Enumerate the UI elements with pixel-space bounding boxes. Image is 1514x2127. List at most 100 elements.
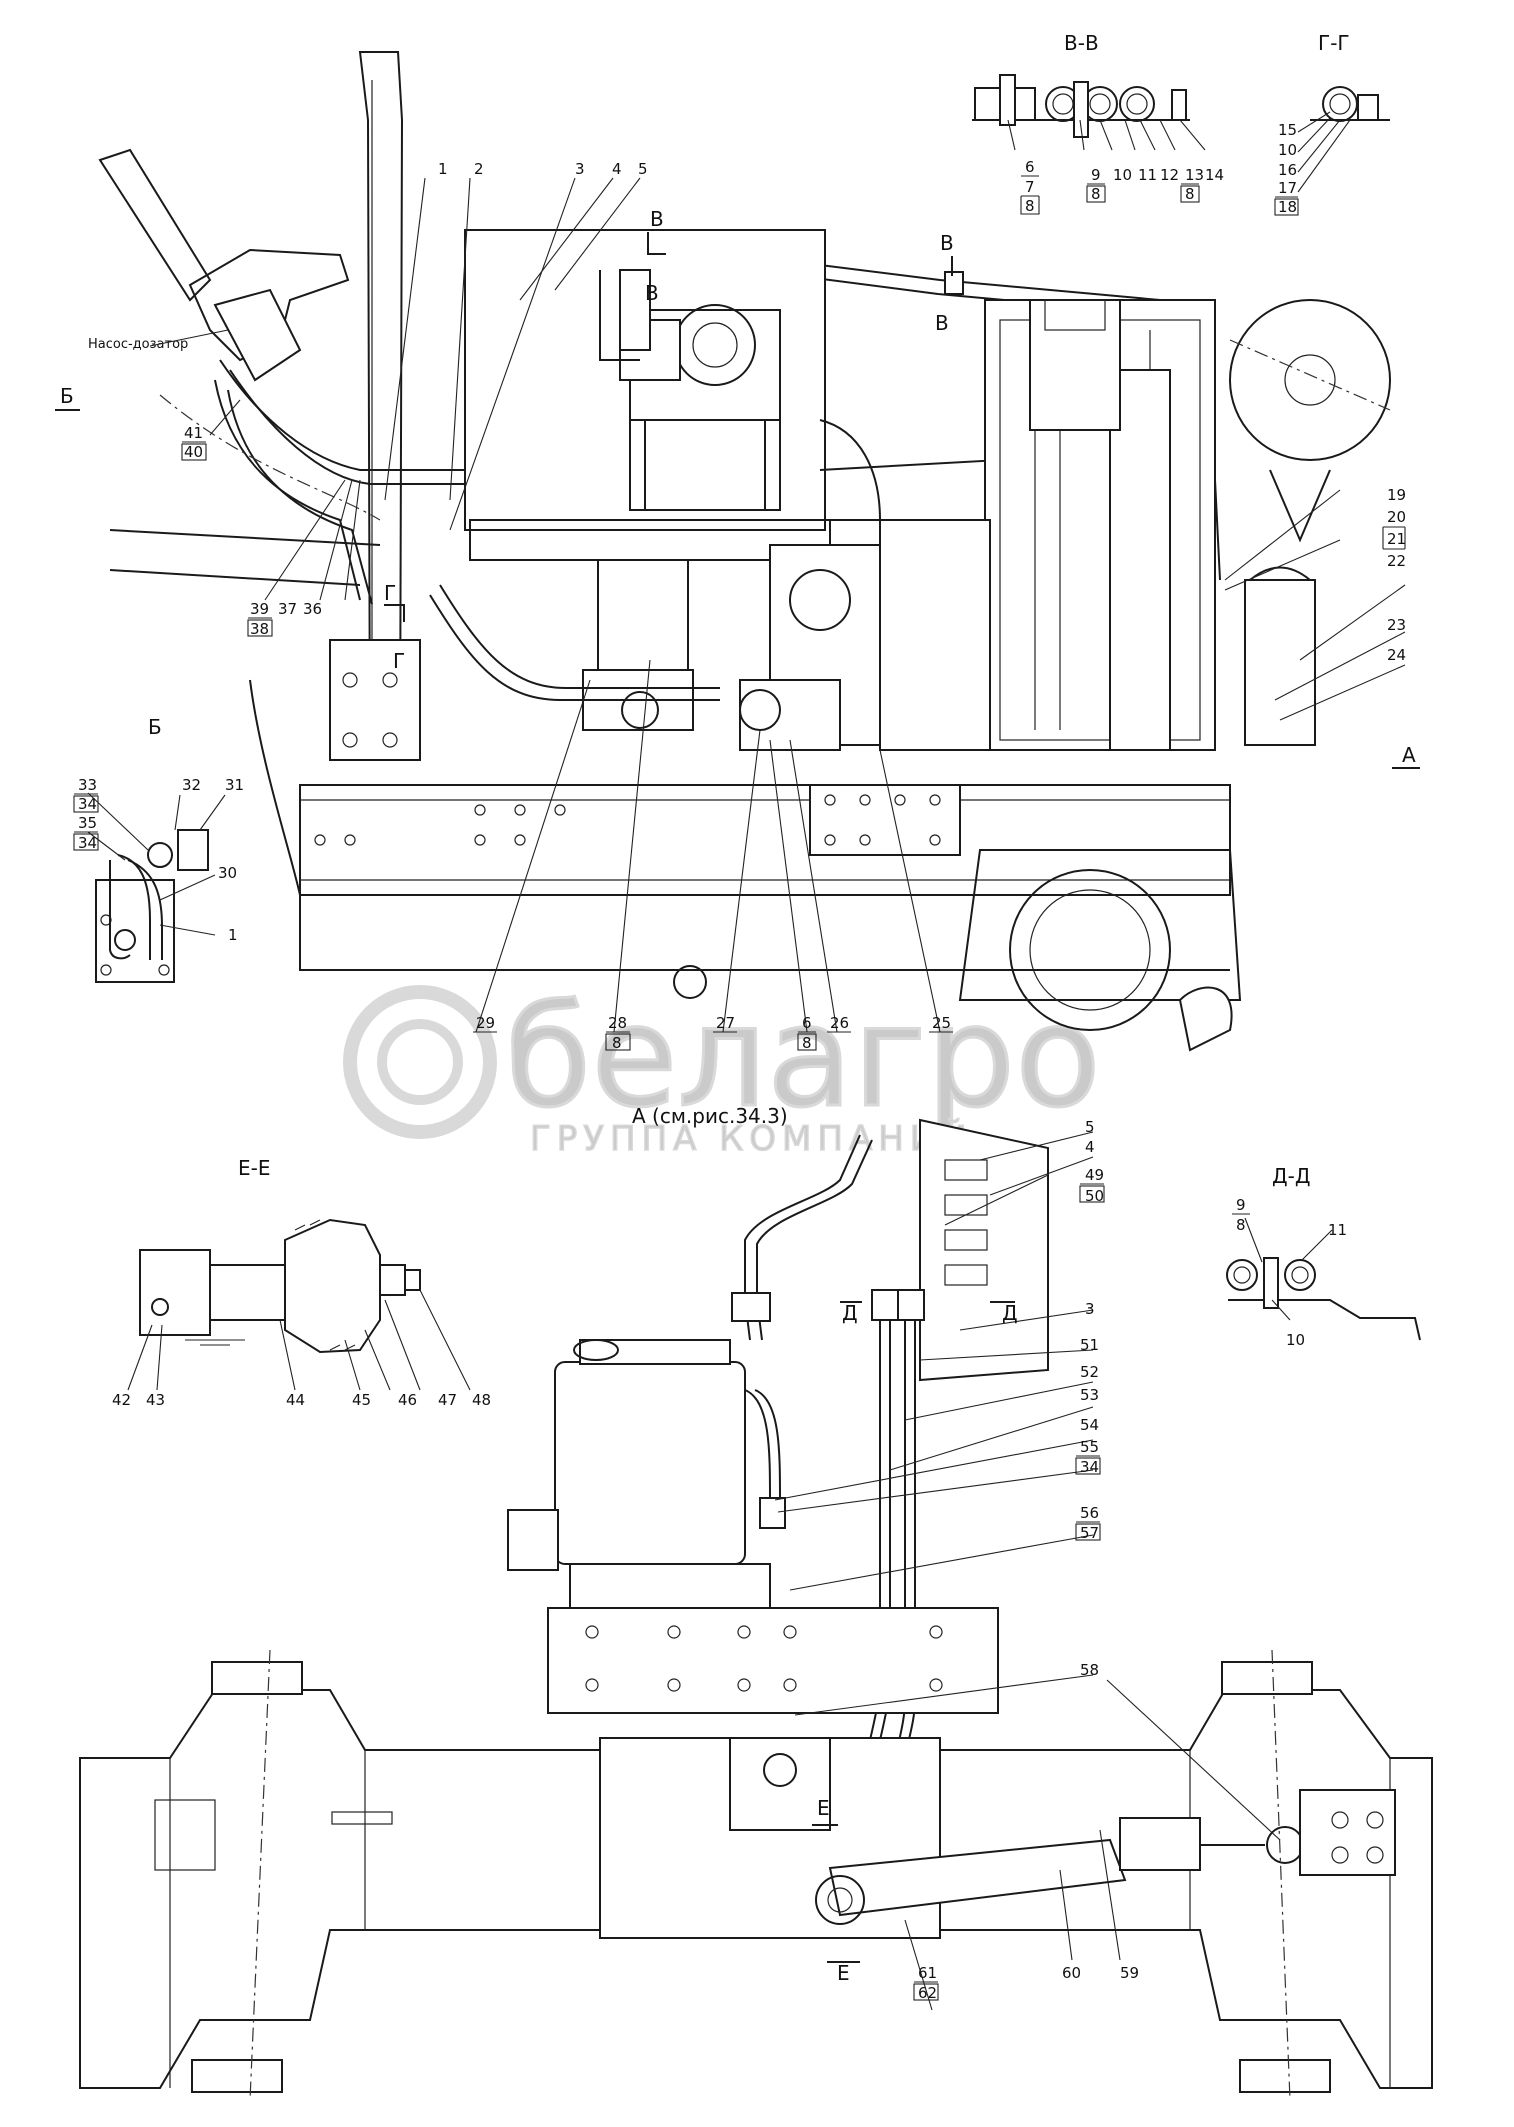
watermark: белагро ГРУППА КОМПАНИЙ: [343, 975, 1102, 1160]
view-a-reference: А (см.рис.34.3): [632, 1104, 788, 1128]
section-mark-g2: Г: [393, 649, 405, 673]
dd-callout-11: 11: [1328, 1221, 1347, 1239]
callout-23: 23: [1387, 616, 1406, 634]
bb-callout-11: 11: [1138, 166, 1157, 184]
bb-callout-10: 10: [1113, 166, 1132, 184]
section-mark-v3: В: [940, 231, 954, 255]
view-a-section-marks: Д Д Е Е: [812, 1301, 1018, 1985]
ee-callout-42: 42: [112, 1391, 131, 1409]
section-mark-v4: В: [935, 311, 949, 335]
gg-callout-10: 10: [1278, 141, 1297, 159]
a-callout-58: 58: [1080, 1661, 1099, 1679]
gg-callout-18: 18: [1278, 198, 1297, 216]
b-callout-35: 35: [78, 814, 97, 832]
bb-callout-9-sub: 8: [1091, 185, 1101, 203]
ee-callout-45: 45: [352, 1391, 371, 1409]
callout-28: 28: [608, 1014, 627, 1032]
a-callout-52: 52: [1080, 1363, 1099, 1381]
a-callout-49: 49: [1085, 1166, 1104, 1184]
bb-callout-9: 9: [1091, 166, 1101, 184]
a-callout-57: 57: [1080, 1524, 1099, 1542]
bb-callout-13-sub: 8: [1185, 185, 1195, 203]
pump-caption: Насос-дозатор: [88, 337, 188, 352]
callout-4: 4: [612, 160, 622, 178]
section-title-v-v: В-В: [1064, 31, 1099, 55]
callout-28-sub: 8: [612, 1034, 622, 1052]
view-a-callouts: 5 4 49 50 3 51 52 53 54 55 34 56 57 58 5…: [913, 1118, 1139, 2002]
section-mark-v1: В: [650, 207, 664, 231]
b-callout-34b: 34: [78, 834, 97, 852]
callout-26: 26: [830, 1014, 849, 1032]
b-callout-31: 31: [225, 776, 244, 794]
callout-2: 2: [474, 160, 484, 178]
ee-callout-48: 48: [472, 1391, 491, 1409]
a-callout-62: 62: [918, 1984, 937, 2002]
section-v-v: В-В 6 7 8 9 8 10 11 12 13 8 14: [972, 31, 1224, 215]
b-callout-34: 34: [78, 795, 97, 813]
section-mark-a-right: А: [1402, 743, 1416, 767]
callout-20: 20: [1387, 508, 1406, 526]
callout-25: 25: [932, 1014, 951, 1032]
callout-3: 3: [575, 160, 585, 178]
b-callout-32: 32: [182, 776, 201, 794]
section-mark-g1: Г: [384, 581, 396, 605]
ee-callout-43: 43: [146, 1391, 165, 1409]
a-callout-60: 60: [1062, 1964, 1081, 1982]
view-b: Б 33 34 35 34 32 31 30 1: [73, 715, 244, 983]
callout-1: 1: [438, 160, 448, 178]
a-callout-59: 59: [1120, 1964, 1139, 1982]
section-e-e: Е-Е 42 43 44 45 46 47 48: [112, 1156, 491, 1409]
upper-section-marks: Б А В В В В Г Г: [55, 207, 1420, 769]
a-callout-4: 4: [1085, 1138, 1095, 1156]
bb-callout-14: 14: [1205, 166, 1224, 184]
dd-callout-9: 9: [1236, 1196, 1246, 1214]
callout-19: 19: [1387, 486, 1406, 504]
a-callout-54: 54: [1080, 1416, 1099, 1434]
ee-callout-44: 44: [286, 1391, 305, 1409]
section-mark-v2: В: [645, 281, 659, 305]
section-mark-e-bottom: Е: [837, 1961, 850, 1985]
a-callout-50: 50: [1085, 1187, 1104, 1205]
callout-40: 40: [184, 443, 203, 461]
callout-41: 41: [184, 424, 203, 442]
b-callout-33: 33: [78, 776, 97, 794]
gg-callout-15: 15: [1278, 121, 1297, 139]
callout-5: 5: [638, 160, 648, 178]
section-mark-d-right: Д: [1002, 1301, 1018, 1325]
a-callout-3: 3: [1085, 1300, 1095, 1318]
bb-callout-6: 6: [1025, 158, 1035, 176]
ee-callout-47: 47: [438, 1391, 457, 1409]
a-callout-53: 53: [1080, 1386, 1099, 1404]
section-mark-d-left: Д: [842, 1301, 858, 1325]
callout-21: 21: [1387, 530, 1406, 548]
a-callout-56: 56: [1080, 1504, 1099, 1522]
callout-39: 39: [250, 600, 269, 618]
section-mark-e-top: Е: [817, 1796, 830, 1820]
bb-callout-7: 7: [1025, 178, 1035, 196]
section-title-g-g: Г-Г: [1318, 31, 1350, 55]
view-title-b: Б: [148, 715, 162, 739]
section-mark-b-left: Б: [60, 384, 74, 408]
dd-callout-10: 10: [1286, 1331, 1305, 1349]
a-callout-5: 5: [1085, 1118, 1095, 1136]
section-title-e-e: Е-Е: [238, 1156, 271, 1180]
view-a: А (см.рис.34.3): [79, 1104, 1433, 2101]
callout-38: 38: [250, 620, 269, 638]
a-callout-34: 34: [1080, 1458, 1099, 1476]
b-callout-30: 30: [218, 864, 237, 882]
bb-callout-13: 13: [1185, 166, 1204, 184]
section-d-d: Д-Д 9 8 11 10: [1226, 1164, 1421, 1349]
a-callout-61: 61: [918, 1964, 937, 1982]
dd-callout-8: 8: [1236, 1216, 1246, 1234]
upper-callouts: 1 2 3 4 5 19 20 21 22 23 24 41 40 39 38 …: [181, 160, 1406, 1052]
section-g-g: Г-Г 15 10 16 17 18: [1274, 31, 1390, 216]
upper-main-view: Насос-дозатор: [88, 51, 1406, 1052]
bb-callout-8: 8: [1025, 197, 1035, 215]
callout-24: 24: [1387, 646, 1406, 664]
gg-callout-17: 17: [1278, 179, 1297, 197]
ee-callout-46: 46: [398, 1391, 417, 1409]
b-callout-1: 1: [228, 926, 238, 944]
callout-29: 29: [476, 1014, 495, 1032]
gg-callout-16: 16: [1278, 161, 1297, 179]
